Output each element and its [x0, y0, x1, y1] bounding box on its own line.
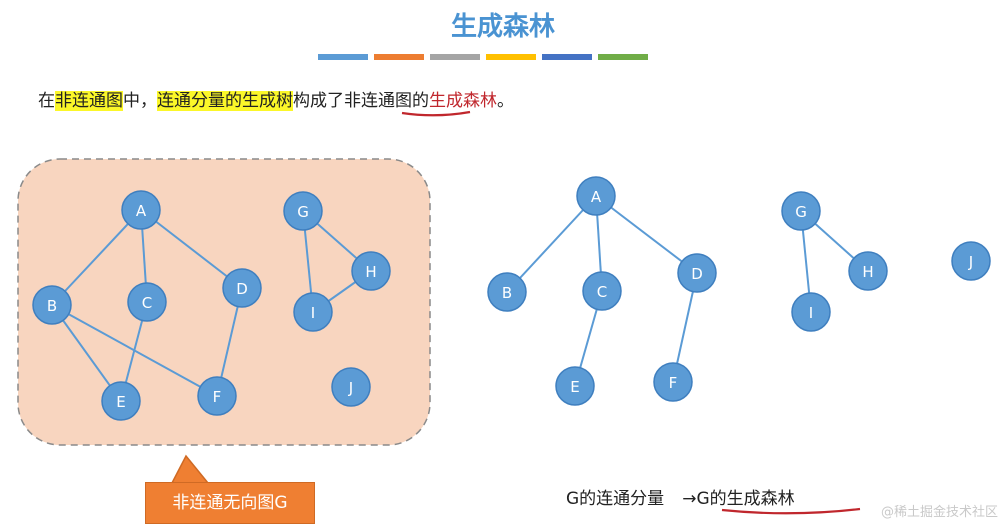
statement-part: 在	[38, 91, 55, 111]
color-bar	[486, 54, 536, 60]
graph-g-edge-A-D	[140, 209, 243, 289]
forest-edge-A-B	[506, 195, 597, 293]
forest-node-label-C: C	[597, 283, 607, 301]
forest-edge-A-D	[595, 195, 698, 274]
underlined-disconnected-graph: 非连通图	[344, 91, 412, 111]
graph-g-node-C	[127, 282, 167, 322]
forest-node-label-I: I	[809, 304, 813, 322]
connected-components-label: G的连通分量	[566, 489, 665, 509]
graph-g-node-label-J: J	[348, 379, 353, 397]
bottom-underline	[721, 507, 861, 515]
forest-node-E	[555, 366, 595, 406]
callout-pointer	[170, 454, 210, 484]
color-bar	[430, 54, 480, 60]
graph-g-node-label-B: B	[47, 297, 57, 315]
forest-node-label-E: E	[570, 378, 579, 396]
definition-statement: 在非连通图中，连通分量的生成树构成了非连通图的生成森林。	[38, 86, 514, 111]
graph-g-node-B	[32, 285, 72, 325]
forest-node-B	[487, 272, 527, 312]
graph-g-edge-A-B	[51, 209, 142, 306]
forest-node-label-A: A	[591, 188, 602, 206]
graph-g-node-label-D: D	[236, 280, 248, 298]
graph-g-node-label-A: A	[136, 202, 147, 220]
watermark: @稀土掘金技术社区	[880, 505, 998, 520]
bottom-summary: G的连通分量 →G的生成森林	[566, 484, 795, 509]
graph-g-node-A	[121, 190, 161, 230]
highlight-spanning-tree: 连通分量的生成树	[157, 91, 293, 111]
graph-g-node-H	[351, 251, 391, 291]
graph-g-node-label-I: I	[311, 304, 315, 322]
graph-g-node-I	[293, 292, 333, 332]
statement-part: 的	[412, 91, 429, 111]
forest-node-label-F: F	[669, 374, 678, 392]
graph-g-node-label-E: E	[116, 393, 125, 411]
forest-node-label-D: D	[691, 265, 703, 283]
highlight-disconnected-graph: 非连通图	[55, 91, 123, 111]
statement-part: 构成了	[293, 91, 344, 111]
forest-node-A	[576, 176, 616, 216]
color-bar	[598, 54, 648, 60]
forest-node-label-H: H	[862, 263, 873, 281]
color-bar	[318, 54, 368, 60]
graph-g-node-label-G: G	[297, 203, 309, 221]
spanning-forest-label: G的生成森林	[696, 489, 795, 509]
color-bar	[374, 54, 424, 60]
graph-g-node-E	[101, 381, 141, 421]
forest-node-C	[582, 271, 622, 311]
graph-g-node-J	[331, 367, 371, 407]
statement-part: 中，	[123, 91, 157, 111]
graph-g-node-F	[197, 376, 237, 416]
forest-node-D	[677, 253, 717, 293]
forest-node-J	[951, 241, 991, 281]
forest-node-label-J: J	[968, 253, 973, 271]
forest-node-H	[848, 251, 888, 291]
graph-caption-callout: 非连通无向图G	[145, 482, 315, 524]
page-title: 生成森林	[450, 12, 555, 42]
color-bar	[542, 54, 592, 60]
right-arrow-icon: →	[682, 489, 697, 509]
forest-node-I	[791, 292, 831, 332]
graph-g-node-label-C: C	[142, 294, 152, 312]
nodes-layer: A B C D E F G H I J A B C D E F G H I J	[32, 176, 991, 421]
forest-node-label-B: B	[502, 284, 512, 302]
statement-underline	[401, 110, 471, 117]
graph-g-node-label-H: H	[365, 263, 376, 281]
statement-part: 。	[497, 91, 514, 111]
forest-node-label-G: G	[795, 203, 807, 221]
forest-node-F	[653, 362, 693, 402]
graph-g-node-D	[222, 268, 262, 308]
graph-g-node-G	[283, 191, 323, 231]
red-spanning-forest: 生成森林	[429, 91, 497, 111]
graph-g-node-label-F: F	[213, 388, 222, 406]
forest-node-G	[781, 191, 821, 231]
